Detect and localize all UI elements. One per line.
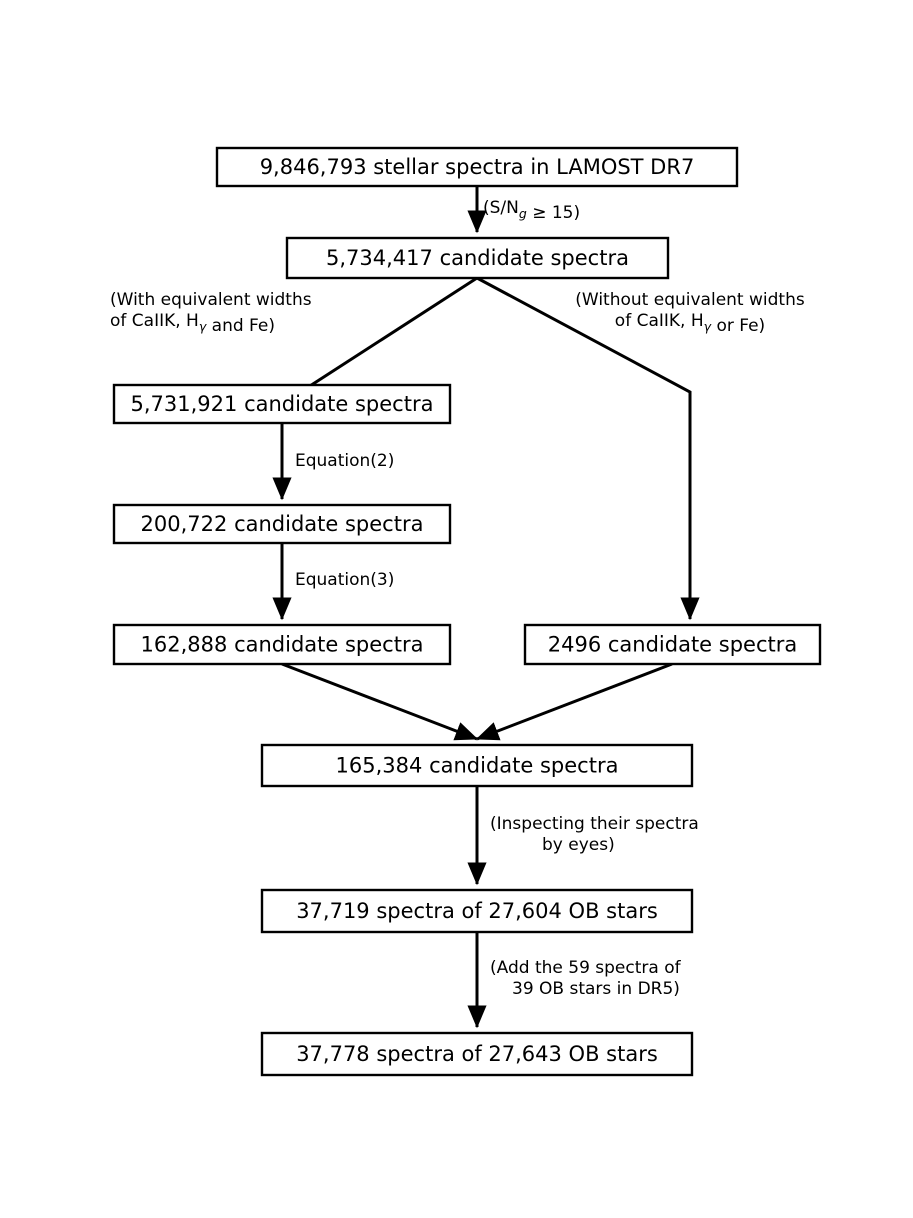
node-label-n9: 37,778 spectra of 27,643 OB stars: [296, 1042, 658, 1066]
edge-label-lbl_eq3: Equation(3): [295, 570, 394, 590]
flow-node-n1: 9,846,793 stellar spectra in LAMOST DR7: [215, 146, 739, 188]
flow-node-n4: 200,722 candidate spectra: [112, 503, 452, 545]
flow-node-n8: 37,719 spectra of 27,604 OB stars: [260, 888, 694, 934]
node-label-n6: 2496 candidate spectra: [548, 633, 798, 657]
flow-edge-n5-to-n7: [281, 662, 479, 741]
edge-label-lbl_snr: (S/Ng ≥ 15): [483, 198, 580, 223]
node-label-n8: 37,719 spectra of 27,604 OB stars: [296, 899, 658, 923]
edges-layer: [272, 186, 700, 1029]
node-box-n7: [260, 743, 694, 788]
node-box-n3: [112, 383, 452, 425]
node-box-n5: [112, 623, 452, 666]
flow-edge-n2-to-n3: [280, 276, 478, 406]
node-box-n1: [215, 146, 739, 188]
node-box-n6: [523, 623, 822, 666]
node-label-n1: 9,846,793 stellar spectra in LAMOST DR7: [260, 155, 695, 179]
node-box-n8: [260, 888, 694, 934]
node-label-n3: 5,731,921 candidate spectra: [131, 392, 434, 416]
flow-node-n2: 5,734,417 candidate spectra: [285, 236, 670, 280]
node-box-n4: [112, 503, 452, 545]
edge-label-lbl_eq2: Equation(2): [295, 451, 394, 471]
flow-edge-n2-to-n6: [476, 276, 700, 621]
node-box-n2: [285, 236, 670, 280]
flow-node-n3: 5,731,921 candidate spectra: [112, 383, 452, 425]
node-label-n4: 200,722 candidate spectra: [141, 512, 424, 536]
node-label-n7: 165,384 candidate spectra: [336, 754, 619, 778]
flow-node-n7: 165,384 candidate spectra: [260, 743, 694, 788]
flow-node-n9: 37,778 spectra of 27,643 OB stars: [260, 1031, 694, 1077]
flow-node-n6: 2496 candidate spectra: [523, 623, 822, 666]
node-box-n9: [260, 1031, 694, 1077]
node-label-n2: 5,734,417 candidate spectra: [326, 246, 629, 270]
node-label-n5: 162,888 candidate spectra: [141, 633, 424, 657]
nodes-layer: 9,846,793 stellar spectra in LAMOST DR7 5…: [112, 146, 822, 1077]
flow-edge-n6-to-n7: [475, 662, 673, 741]
flow-node-n5: 162,888 candidate spectra: [112, 623, 452, 666]
